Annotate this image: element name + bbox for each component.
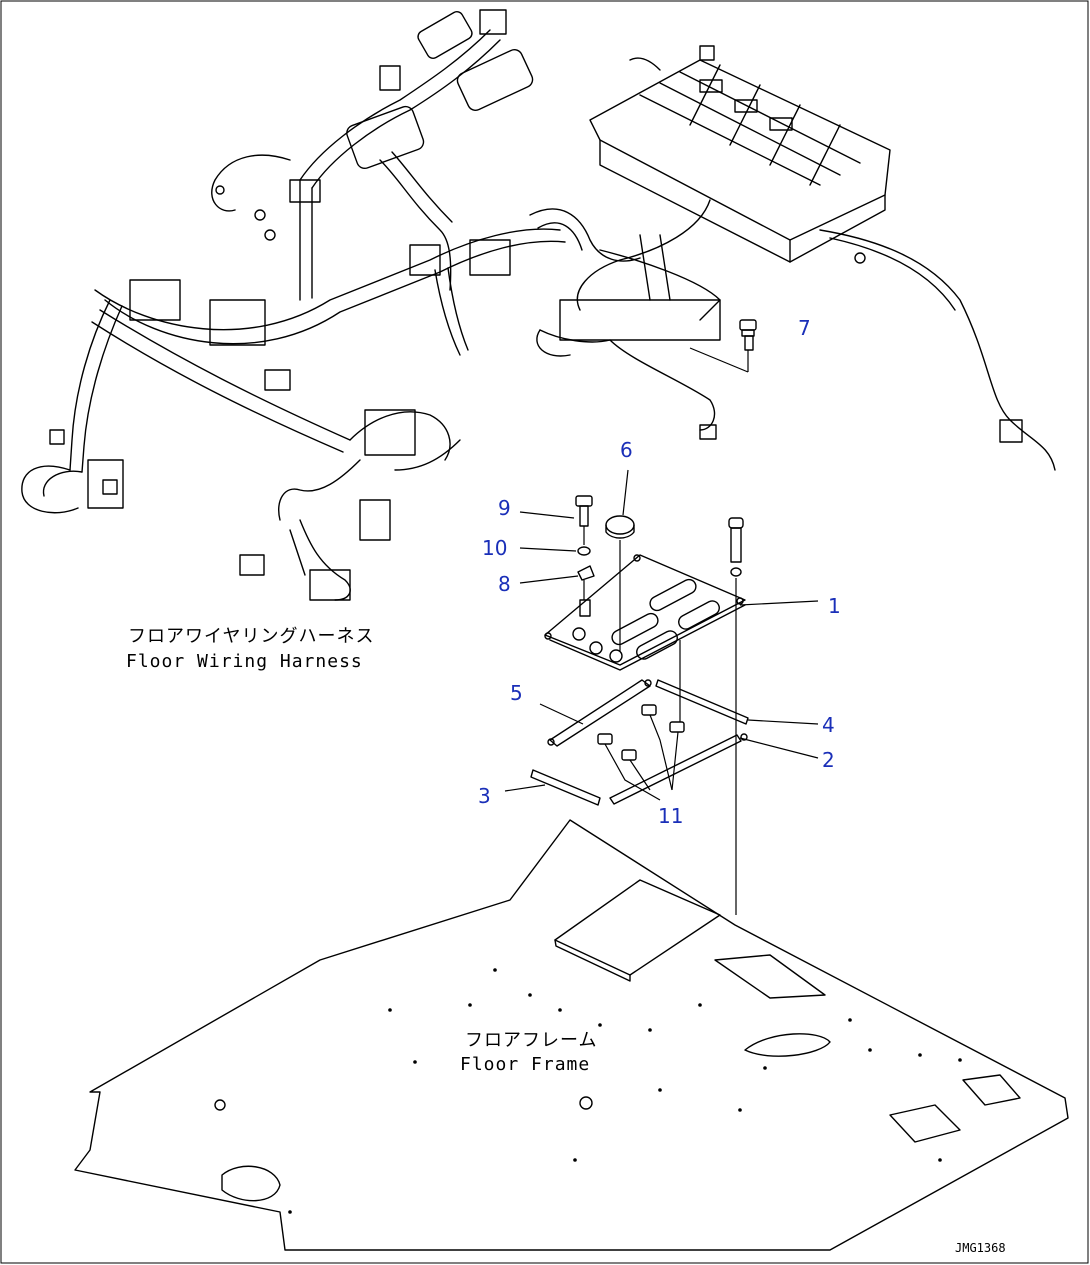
callout-7: 7 xyxy=(798,316,811,340)
part-plate-1 xyxy=(544,554,746,666)
callout-numbers: 1 2 3 4 5 6 7 8 9 10 11 xyxy=(478,316,841,828)
part-strip-4 xyxy=(655,679,749,725)
fuse-box-assembly xyxy=(536,45,1056,471)
part-strip-5 xyxy=(549,679,651,747)
part-bolt-7 xyxy=(689,319,757,373)
callout-3: 3 xyxy=(478,784,491,808)
callout-11: 11 xyxy=(658,804,683,828)
harness-label-en: Floor Wiring Harness xyxy=(126,651,363,672)
callout-5: 5 xyxy=(510,681,523,705)
floor-wiring-harness xyxy=(21,9,641,601)
harness-label-jp: フロアワイヤリングハーネス xyxy=(128,626,374,647)
callout-9: 9 xyxy=(498,496,511,520)
part-strip-3 xyxy=(530,769,601,806)
floor-frame xyxy=(74,819,1069,1251)
callout-6: 6 xyxy=(620,438,633,462)
captions: フロアワイヤリングハーネス Floor Wiring Harness フロアフレ… xyxy=(126,626,1006,1255)
callout-4: 4 xyxy=(822,713,835,737)
drawing-code: JMG1368 xyxy=(955,1241,1006,1255)
callout-2: 2 xyxy=(822,748,835,772)
cover-plate-assembly xyxy=(504,469,819,915)
frame-label-jp: フロアフレーム xyxy=(465,1030,597,1051)
part-strip-2 xyxy=(609,734,742,805)
frame-label-en: Floor Frame xyxy=(460,1054,590,1075)
callout-10: 10 xyxy=(482,536,507,560)
callout-1: 1 xyxy=(828,594,841,618)
callout-8: 8 xyxy=(498,572,511,596)
